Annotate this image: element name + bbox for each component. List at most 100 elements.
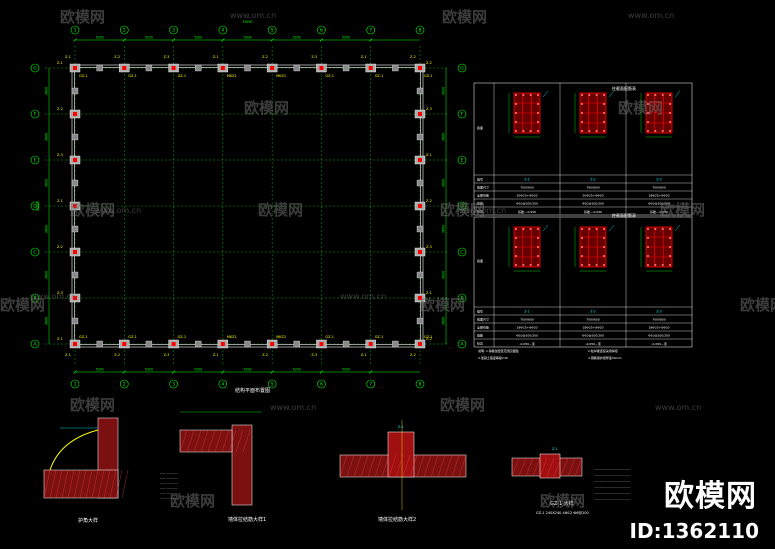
axis-bubble [119, 25, 129, 35]
hatch [437, 454, 446, 478]
watermark-url: www.om.cn [230, 11, 277, 20]
watermark-text: 欧模网 [258, 201, 304, 219]
column-core [220, 342, 225, 346]
dimension-text: 5200 [243, 368, 251, 372]
rebar-dot [595, 263, 598, 267]
post-mark [392, 340, 399, 348]
column-core [73, 66, 77, 70]
column-core [122, 342, 127, 346]
detail-title-corner: 护角大样 [78, 517, 98, 524]
rebar-dot [646, 129, 650, 133]
rebar-dot [529, 129, 532, 133]
schedule-col-id: Z-3 [656, 310, 661, 314]
rebar-dot [646, 227, 650, 231]
axis-bubble [30, 63, 40, 73]
dimension-tick [171, 370, 176, 374]
schedule-col-bars: 18Ф25+8Ф20 [582, 326, 603, 330]
rebar-dot [646, 102, 650, 106]
axis-label: A [460, 342, 464, 348]
post-mark [416, 179, 424, 187]
axis-label: 6 [320, 382, 323, 388]
leader-line [542, 90, 549, 98]
detail-title-wall-tie-2: 墙体拉结筋大样2 [378, 516, 416, 523]
rebar-dot [654, 227, 657, 231]
hatch [553, 457, 562, 477]
watermark-text: 欧模网 [60, 8, 106, 26]
post-mark [96, 64, 103, 72]
rebar-dot [595, 93, 598, 97]
hatch [546, 457, 555, 477]
hatch [525, 457, 534, 477]
brand-logo-text: 欧模网 [664, 479, 757, 514]
dimension-tick [221, 370, 225, 374]
rebar-dot [580, 111, 584, 115]
column-id-label: Z-1 [426, 291, 432, 295]
post-mark [71, 133, 79, 141]
table-row-head: 全部纵筋 [477, 193, 489, 198]
note-line: ————————————— [594, 473, 631, 477]
rebar-dot [536, 93, 540, 97]
note-line: —— ———— [160, 471, 178, 475]
column-id-label: Z-2 [426, 199, 432, 203]
column-core [73, 158, 77, 162]
dimension-text: 5200 [96, 368, 104, 372]
hatch [458, 454, 467, 478]
table-row-head: 截面尺寸 [477, 185, 489, 190]
dimension-tick [270, 38, 274, 42]
rebar-dot [595, 129, 598, 133]
axis-bubble [169, 379, 178, 389]
column-core [368, 66, 373, 70]
axis-bubble [457, 63, 467, 73]
post-mark [244, 64, 251, 72]
dimension-total: 25800 [36, 201, 40, 211]
axis-bubble [457, 109, 467, 119]
column-id-label: Z-1 [57, 199, 63, 203]
rebar-dot [668, 120, 672, 124]
rebar-dot [514, 129, 518, 133]
column-id-label: Z-2 [426, 337, 432, 341]
rebar-dot [580, 245, 584, 249]
post-mark [71, 271, 79, 279]
hatch [532, 457, 541, 477]
post-mark [71, 87, 79, 95]
dimension-text: 5200 [194, 368, 202, 372]
note-line: —— ———— [160, 486, 178, 490]
hatch [186, 429, 195, 453]
post-mark [71, 225, 79, 233]
rebar-dot [668, 236, 672, 240]
schedule-col-size: 700X600 [652, 318, 666, 322]
hatch [574, 457, 583, 477]
column-id-label: Z-3 [164, 55, 170, 59]
gz-note: GZ-1 240X240 4Ф12 Ф6@200 [536, 511, 589, 515]
column-id-label: Z-2 [410, 353, 416, 357]
column-core [73, 204, 77, 208]
detail-title-gz1: GZ-1 大样 [550, 500, 574, 507]
rebar-dot [646, 93, 650, 97]
hatch [235, 429, 244, 453]
dimension-text: 5200 [194, 36, 202, 40]
schedule-note: 2.柱纵筋连接采用焊接 [588, 348, 618, 353]
hatch [121, 469, 129, 499]
column-core [418, 112, 422, 116]
post-mark [244, 340, 251, 348]
column-id-label: Z-3 [164, 353, 170, 357]
table-row-head: 截面尺寸 [477, 317, 489, 322]
rebar-dot [602, 111, 606, 115]
axis-label: 3 [172, 28, 175, 34]
column-id-label: Z-3 [426, 245, 432, 249]
axis-label: 2 [123, 382, 126, 388]
rebar-dot [654, 93, 657, 97]
hatch [115, 469, 123, 499]
column-core [418, 250, 422, 254]
axis-label: 4 [221, 28, 224, 34]
dimension-text: 5200 [342, 36, 350, 40]
column-id-label: Z-3 [426, 107, 432, 111]
table-frame [473, 82, 693, 216]
schedule-col-hoops: Ф10@100/200 [516, 202, 538, 206]
column-core [418, 158, 422, 162]
hatch [430, 454, 439, 478]
table-row-head: 编号 [477, 177, 483, 182]
rebar-dot [661, 263, 664, 267]
post-mark [416, 87, 424, 95]
hatch [43, 469, 51, 499]
